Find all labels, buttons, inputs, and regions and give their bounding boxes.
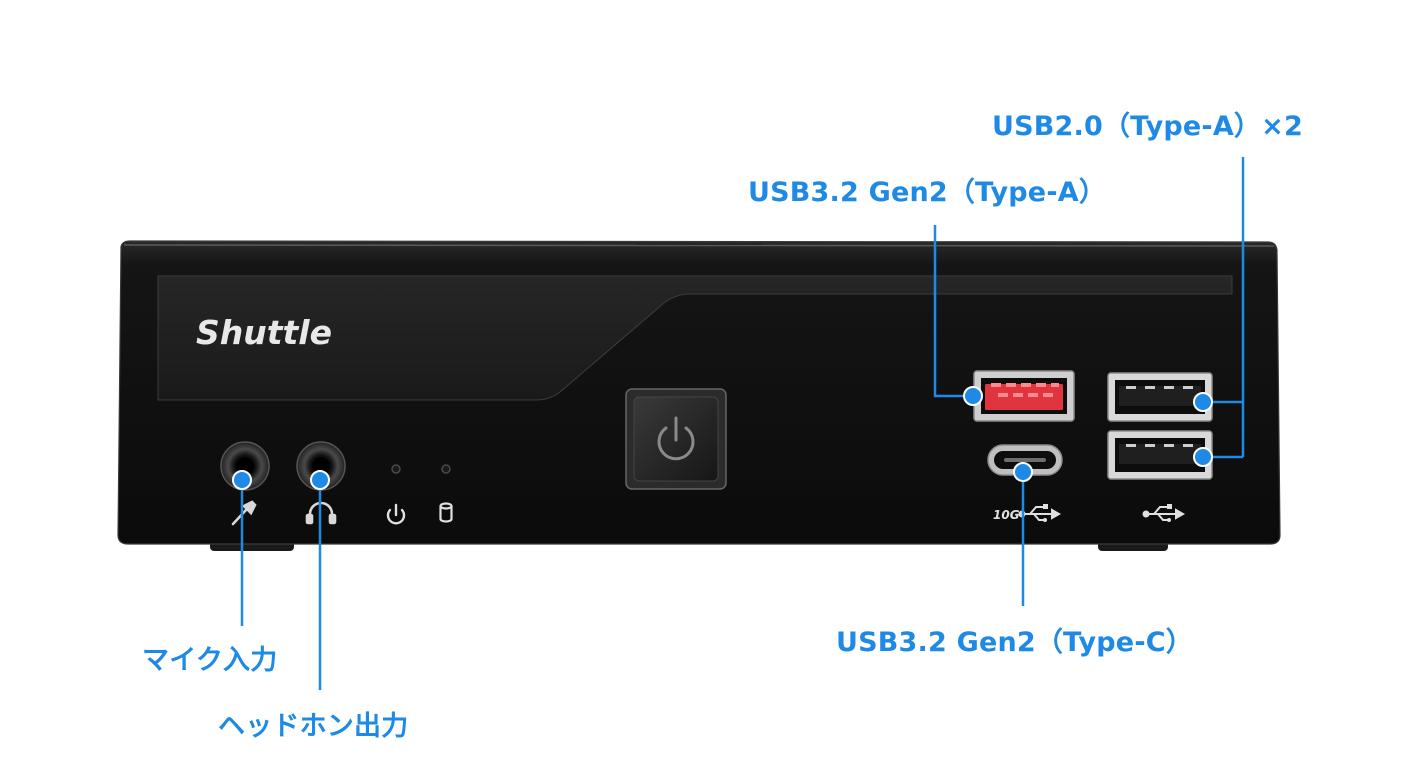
hdd-icon	[439, 502, 453, 523]
power-led	[391, 464, 401, 474]
callout-usb2-typea: USB2.0（Type-A）×2	[992, 111, 1303, 142]
usb-icon-usb2	[1142, 504, 1186, 522]
power-button[interactable]	[625, 388, 727, 490]
logo-bezel	[157, 275, 1233, 401]
callout-headphone-out: ヘッドホン出力	[218, 711, 409, 742]
power-icon	[386, 503, 406, 525]
callout-leaders	[240, 157, 1245, 690]
usb32-typec-port[interactable]	[987, 444, 1063, 476]
headphone-jack[interactable]	[296, 441, 346, 491]
usb32-typea-port[interactable]	[973, 370, 1075, 422]
usb-speed-marking: 10G	[993, 508, 1020, 522]
callout-usb32-typec: USB3.2 Gen2（Type-C）	[836, 627, 1193, 658]
usb2-typea-port-bottom[interactable]	[1107, 430, 1213, 480]
power-button-icon	[657, 416, 695, 461]
usb-icon	[1018, 504, 1062, 522]
callout-usb32-typea: USB3.2 Gen2（Type-A）	[748, 177, 1107, 208]
callout-mic-in: マイク入力	[142, 645, 278, 676]
microphone-icon	[231, 500, 257, 526]
brand-logo: Shuttle	[196, 313, 332, 352]
hdd-led	[441, 464, 451, 474]
usb2-typea-port-top[interactable]	[1107, 372, 1213, 422]
callout-dots	[232, 386, 1213, 490]
